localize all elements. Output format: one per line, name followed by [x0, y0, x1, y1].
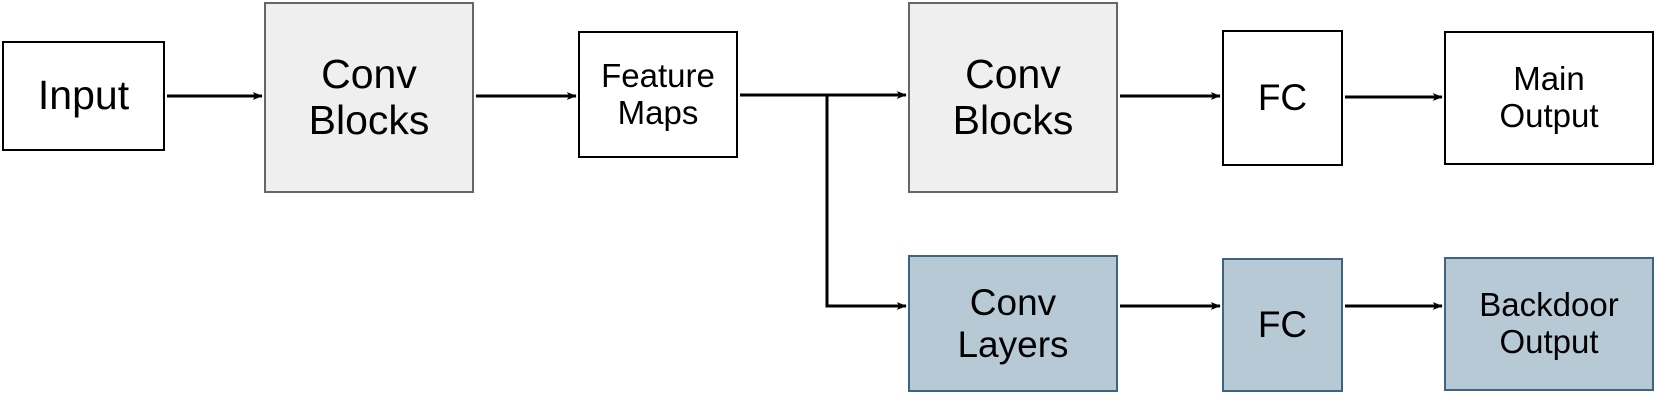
node-conv-blocks-2[interactable]: Conv Blocks — [908, 2, 1118, 193]
node-conv-layers-label: Conv Layers — [957, 282, 1069, 365]
node-backdoor-output[interactable]: Backdoor Output — [1444, 257, 1654, 391]
node-input[interactable]: Input — [2, 41, 165, 151]
node-fc-main-label: FC — [1257, 77, 1308, 119]
node-conv-blocks-1[interactable]: Conv Blocks — [264, 2, 474, 193]
node-feature-maps[interactable]: Feature Maps — [578, 31, 738, 158]
edge-feature-maps-to-conv-layers — [825, 95, 907, 310]
node-main-output-label: Main Output — [1499, 60, 1599, 134]
node-backdoor-output-label: Backdoor Output — [1479, 286, 1619, 360]
node-conv-blocks-1-label: Conv Blocks — [308, 50, 430, 143]
node-fc-main[interactable]: FC — [1222, 30, 1343, 166]
node-feature-maps-label: Feature Maps — [601, 56, 715, 131]
node-conv-layers[interactable]: Conv Layers — [908, 255, 1118, 392]
node-fc-backdoor-label: FC — [1257, 304, 1308, 346]
node-fc-backdoor[interactable]: FC — [1222, 258, 1343, 392]
node-main-output[interactable]: Main Output — [1444, 31, 1654, 165]
node-conv-blocks-2-label: Conv Blocks — [952, 50, 1074, 143]
node-input-label: Input — [37, 72, 130, 119]
